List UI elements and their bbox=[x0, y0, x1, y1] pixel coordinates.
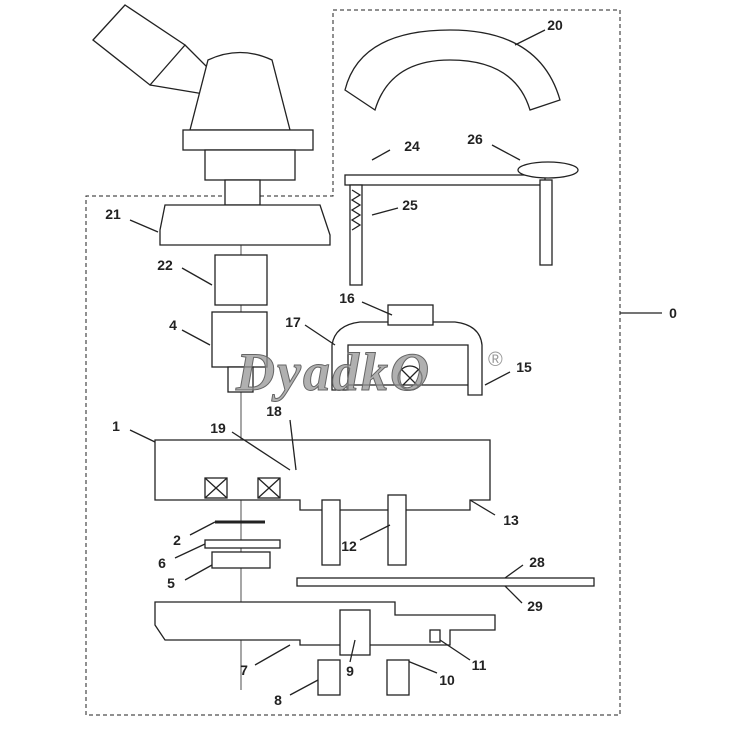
assembly-boundary bbox=[85, 9, 621, 716]
callout-10: 10 bbox=[439, 672, 455, 688]
callout-25: 25 bbox=[402, 197, 418, 213]
motor-head bbox=[92, 4, 314, 206]
callout-16: 16 bbox=[339, 290, 355, 306]
callout-15: 15 bbox=[516, 359, 532, 375]
callout-8: 8 bbox=[274, 692, 282, 708]
callout-20: 20 bbox=[547, 17, 563, 33]
callout-19: 19 bbox=[210, 420, 226, 436]
callout-6: 6 bbox=[158, 555, 166, 571]
callout-5: 5 bbox=[167, 575, 175, 591]
callout-26: 26 bbox=[467, 131, 483, 147]
callout-12: 12 bbox=[341, 538, 357, 554]
part-21 bbox=[159, 204, 331, 246]
callout-0: 0 bbox=[669, 305, 677, 321]
callout-9: 9 bbox=[346, 663, 354, 679]
callout-24: 24 bbox=[404, 138, 420, 154]
registered-mark: ® bbox=[488, 349, 503, 371]
callout-28: 28 bbox=[529, 554, 545, 570]
callout-22: 22 bbox=[157, 257, 173, 273]
callout-21: 21 bbox=[105, 206, 121, 222]
part-7-base bbox=[154, 601, 496, 646]
callout-13: 13 bbox=[503, 512, 519, 528]
callout-11: 11 bbox=[471, 657, 487, 673]
part-17-frame bbox=[331, 321, 483, 396]
callout-29: 29 bbox=[527, 598, 543, 614]
part-20-bracket bbox=[344, 29, 561, 112]
callout-17: 17 bbox=[285, 314, 301, 330]
callout-18: 18 bbox=[266, 403, 282, 419]
callout-4: 4 bbox=[169, 317, 177, 333]
part-1-housing bbox=[154, 439, 491, 511]
callout-7: 7 bbox=[240, 662, 248, 678]
callout-1: 1 bbox=[112, 418, 120, 434]
watermark: DyadkO bbox=[236, 342, 431, 402]
callout-2: 2 bbox=[173, 532, 181, 548]
